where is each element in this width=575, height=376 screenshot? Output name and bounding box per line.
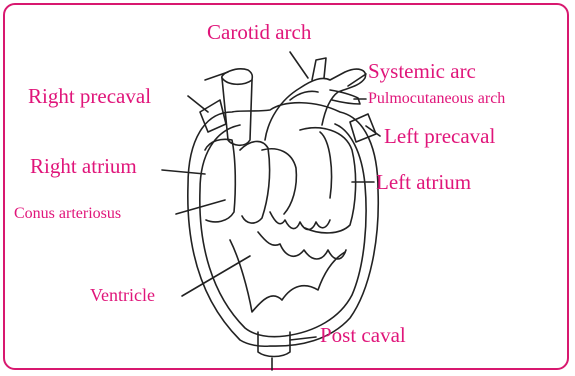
label-carotid-arch: Carotid arch (207, 22, 311, 43)
label-right-precaval: Right precaval (28, 86, 151, 107)
label-left-atrium: Left atrium (376, 172, 471, 193)
right-atrium-wall (205, 139, 235, 222)
leader-right-precaval (188, 96, 208, 112)
valve-flaps (270, 212, 330, 230)
leader-ventricle (182, 256, 250, 296)
conus-structure (240, 141, 270, 223)
right-precaval-vessel (222, 69, 252, 145)
leader-right-precaval-arrow (205, 72, 228, 80)
label-ventricle: Ventricle (90, 286, 155, 304)
label-right-atrium: Right atrium (30, 156, 137, 177)
leader-right-atrium (162, 170, 205, 174)
label-pulmocutaneous-arch: Pulmocutaneous arch (368, 91, 505, 107)
label-left-precaval: Left precaval (384, 126, 495, 147)
label-systemic-arc: Systemic arc (368, 61, 476, 82)
leader-carotid (290, 52, 308, 78)
label-post-caval: Post caval (320, 325, 406, 346)
leader-post-caval (290, 337, 316, 340)
label-conus-arteriosus: Conus arteriosus (14, 206, 121, 222)
